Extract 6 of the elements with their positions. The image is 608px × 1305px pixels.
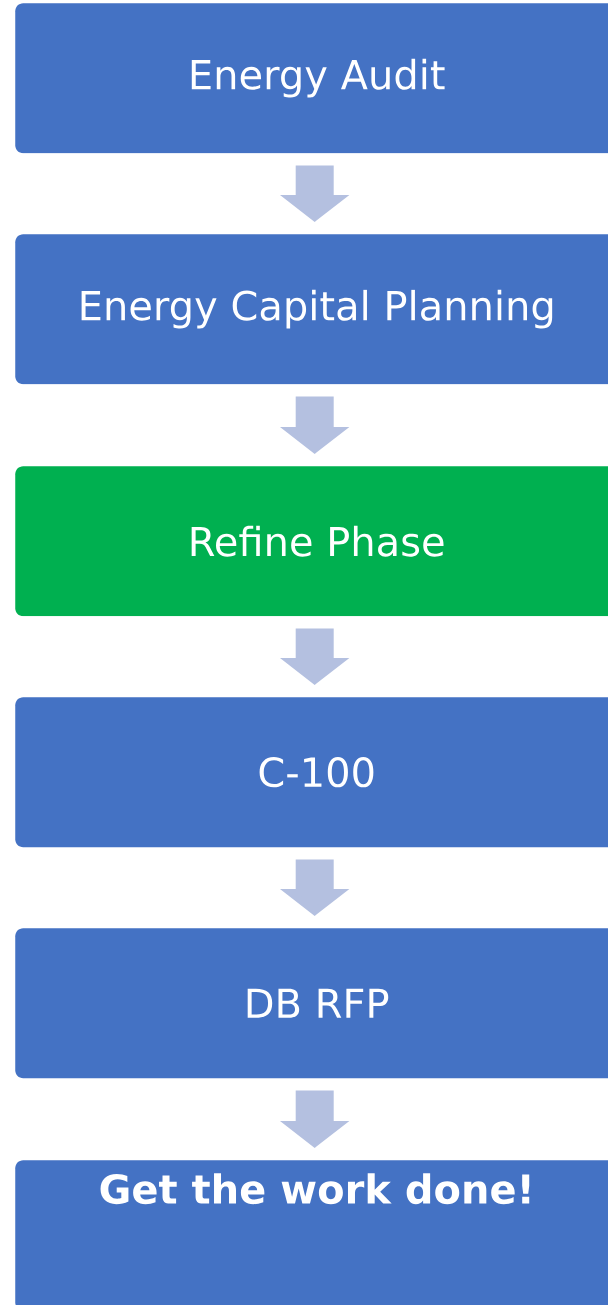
process-box: DB RFP <box>15 928 608 1079</box>
process-box: Refine Phase <box>15 466 608 617</box>
process-box: Energy Capital Planning <box>15 234 608 385</box>
process-box: C-100 <box>15 697 608 848</box>
process-box: Energy Audit <box>15 3 608 154</box>
process-box: Get the work done! <box>15 1160 608 1305</box>
